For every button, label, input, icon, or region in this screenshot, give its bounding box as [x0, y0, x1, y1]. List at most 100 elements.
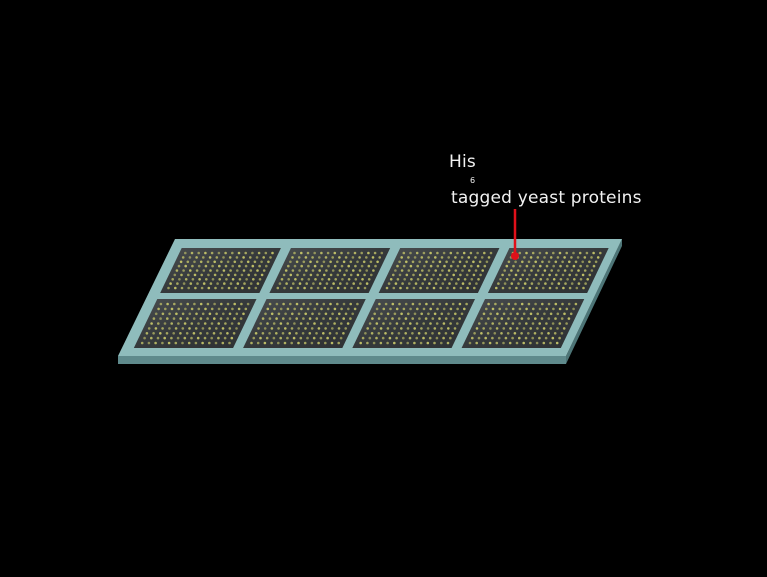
protein-spot — [548, 317, 551, 320]
protein-spot — [501, 317, 504, 320]
protein-spot — [218, 308, 221, 311]
protein-spot — [507, 332, 510, 335]
protein-spot — [309, 317, 312, 320]
protein-spot — [247, 261, 250, 264]
protein-spot — [322, 317, 325, 320]
protein-spot — [571, 269, 574, 272]
protein-spot — [403, 252, 406, 255]
protein-spot — [160, 303, 163, 306]
protein-spot — [263, 269, 266, 272]
protein-spot — [187, 274, 190, 277]
protein-spot — [247, 274, 250, 277]
protein-spot — [381, 252, 384, 255]
protein-spot — [572, 308, 575, 311]
protein-spot — [433, 287, 436, 290]
protein-spot — [545, 337, 548, 340]
protein-spot — [410, 278, 413, 281]
protein-spot — [291, 313, 294, 316]
protein-spot — [254, 261, 257, 264]
protein-spot — [331, 313, 334, 316]
protein-spot — [283, 274, 286, 277]
protein-spot — [557, 269, 560, 272]
protein-spot — [231, 252, 234, 255]
protein-spot — [525, 252, 528, 255]
protein-spot — [343, 274, 346, 277]
protein-spot — [451, 332, 454, 335]
protein-spot — [550, 256, 553, 259]
protein-spot — [184, 337, 187, 340]
protein-spot — [307, 308, 310, 311]
protein-spot — [265, 252, 268, 255]
protein-spot — [215, 313, 218, 316]
protein-spot — [407, 256, 410, 259]
protein-spot — [297, 287, 300, 290]
protein-spot — [347, 252, 350, 255]
protein-spot — [407, 327, 410, 330]
protein-spot — [252, 278, 255, 281]
protein-spot — [282, 303, 285, 306]
protein-spot — [238, 252, 241, 255]
protein-spot — [234, 287, 237, 290]
protein-spot — [365, 256, 368, 259]
protein-spot — [181, 342, 184, 345]
protein-spot — [194, 287, 197, 290]
protein-spot — [440, 327, 443, 330]
protein-spot — [241, 274, 244, 277]
protein-spot — [374, 265, 377, 268]
protein-spot — [273, 308, 276, 311]
protein-spot — [251, 252, 254, 255]
protein-spot — [555, 261, 558, 264]
protein-spot — [148, 327, 151, 330]
protein-spot — [194, 274, 197, 277]
protein-spot — [414, 256, 417, 259]
protein-spot — [191, 252, 194, 255]
protein-spot — [557, 256, 560, 259]
protein-spot — [184, 252, 187, 255]
protein-spot — [541, 317, 544, 320]
protein-spot — [477, 278, 480, 281]
protein-spot — [497, 282, 500, 285]
protein-spot — [439, 287, 442, 290]
protein-spot — [543, 327, 546, 330]
protein-spot — [294, 265, 297, 268]
protein-spot — [522, 342, 525, 345]
protein-spot — [176, 282, 179, 285]
protein-spot — [229, 327, 232, 330]
protein-spot — [186, 317, 189, 320]
protein-spot — [352, 269, 355, 272]
protein-spot — [236, 269, 239, 272]
protein-spot — [345, 269, 348, 272]
protein-spot — [463, 265, 466, 268]
protein-spot — [539, 265, 542, 268]
protein-spot — [555, 303, 558, 306]
protein-spot — [437, 278, 440, 281]
protein-spot — [514, 261, 517, 264]
protein-spot — [211, 322, 214, 325]
protein-spot — [521, 274, 524, 277]
protein-spot — [372, 269, 375, 272]
protein-spot — [285, 282, 288, 285]
protein-spot — [293, 252, 296, 255]
protein-spot — [577, 269, 580, 272]
protein-spot — [516, 342, 519, 345]
protein-spot — [252, 265, 255, 268]
protein-spot — [426, 274, 429, 277]
protein-spot — [143, 337, 146, 340]
protein-spot — [470, 265, 473, 268]
protein-spot — [289, 317, 292, 320]
protein-spot — [405, 261, 408, 264]
protein-spot — [298, 256, 301, 259]
protein-spot — [231, 265, 234, 268]
protein-spot — [222, 256, 225, 259]
protein-spot — [184, 308, 187, 311]
protein-spot — [286, 337, 289, 340]
protein-spot — [256, 256, 259, 259]
protein-spot — [177, 308, 180, 311]
protein-spot — [193, 317, 196, 320]
protein-spot — [350, 261, 353, 264]
protein-spot — [195, 313, 198, 316]
protein-spot — [508, 287, 511, 290]
protein-spot — [361, 265, 364, 268]
protein-spot — [164, 308, 167, 311]
protein-spot — [403, 278, 406, 281]
